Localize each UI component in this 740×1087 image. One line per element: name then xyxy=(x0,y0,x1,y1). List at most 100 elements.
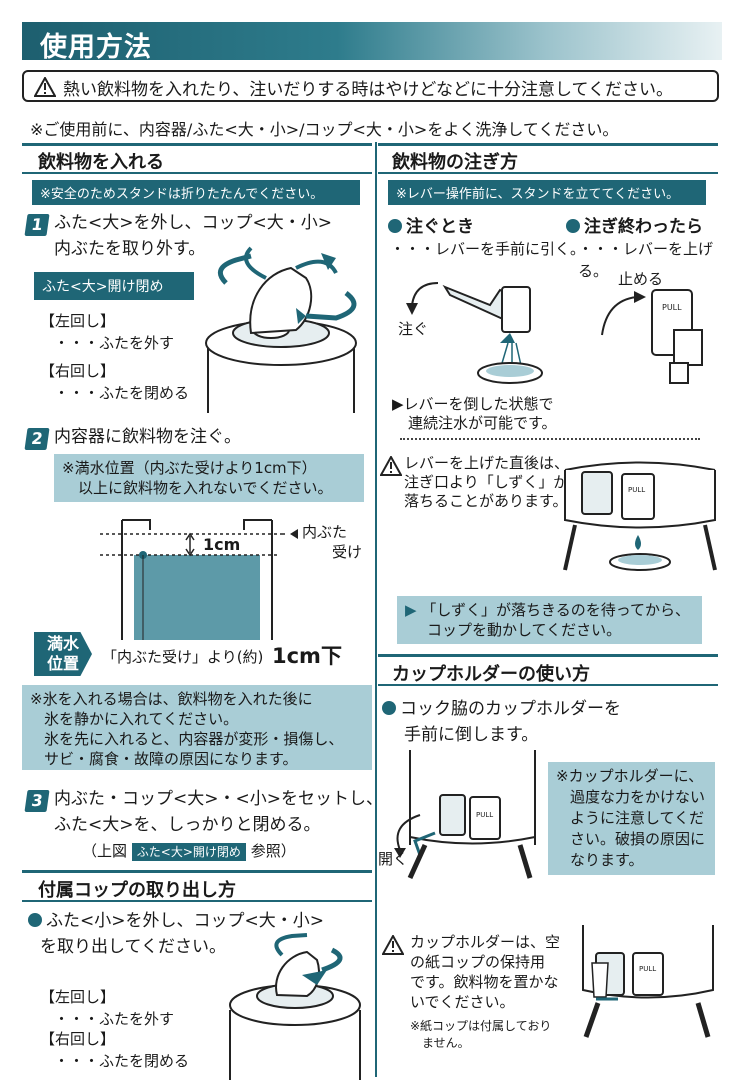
holder-caution-line-3: ように注意してくだ xyxy=(570,809,705,827)
ice-note-line-1: ※氷を入れる場合は、飲料物を入れた後に xyxy=(30,690,313,708)
inner-lid-label-line-2: 受け xyxy=(332,543,363,561)
warning-icon xyxy=(34,77,56,97)
stop-heading-text: 注ぎ終わったら xyxy=(584,217,703,237)
section-title-holder: カップホルダーの使い方 xyxy=(392,664,590,685)
pour-heading-text: 注ぐとき xyxy=(406,217,474,237)
drip-illustration: PULL xyxy=(563,461,717,571)
section-rule xyxy=(22,143,372,146)
holder-line-1-text: コック脇のカップホルダーを xyxy=(400,699,621,719)
step-3-number: 3 xyxy=(24,790,50,812)
step-2-number: 2 xyxy=(24,428,50,450)
column-divider xyxy=(375,142,377,1077)
holder-instructions: コック脇のカップホルダーを 手前に倒します。 xyxy=(382,696,621,748)
cup-line-1: ふた<小>を外し、コップ<大・小> xyxy=(28,908,324,934)
section-rule xyxy=(378,143,718,146)
inner-lid-label-line-1: 内ぶた xyxy=(302,523,348,541)
cup-line-1-text: ふた<小>を外し、コップ<大・小> xyxy=(46,911,324,931)
full-level-note-line-1: ※満水位置（内ぶた受けより1cm下） xyxy=(62,459,317,477)
right-turn-desc: ・・・ふたを閉める xyxy=(54,384,190,402)
triangle-bullet-icon: ▶ xyxy=(392,395,404,413)
right-turn-label: 【右回し】 xyxy=(40,362,116,380)
holder-warning-line-1: カップホルダーは、空 xyxy=(410,933,561,951)
section-rule xyxy=(22,870,372,873)
step-1-text: ふた<大>を外し、コップ<大・小> 内ぶたを取り外す。 xyxy=(54,210,332,262)
svg-text:PULL: PULL xyxy=(639,965,656,973)
drip-wait-line-2: コップを動かしてください。 xyxy=(427,621,622,639)
drip-wait-note: ▶ 「しずく」が落ちきるのを待ってから、 コップを動かしてください。 xyxy=(397,596,702,644)
cup-right-turn-desc: ・・・ふたを閉める xyxy=(54,1052,190,1070)
right-turn-block: 【右回し】 ・・・ふたを閉める xyxy=(40,360,189,404)
dashed-divider xyxy=(400,438,700,440)
stop-label: 止める xyxy=(618,270,664,288)
left-turn-label: 【左回し】 xyxy=(40,312,116,330)
open-label: 開く xyxy=(378,850,409,868)
cup-line-2: を取り出してください。 xyxy=(40,937,226,957)
stand-up-note: ※レバー操作前に、スタンドを立ててください。 xyxy=(388,180,706,205)
page-title: 使用方法 xyxy=(40,32,152,63)
continuous-note: ▶レバーを倒した状態で 連続注水が可能です。 xyxy=(392,395,557,433)
section-rule xyxy=(378,654,718,657)
section-rule xyxy=(22,900,372,902)
holder-line-1: コック脇のカップホルダーを xyxy=(382,696,621,722)
drip-warning: レバーを上げた直後は、 注ぎ口より「しずく」が 落ちることがあります。 xyxy=(404,454,569,511)
pour-desc: ・・・レバーを手前に引く。 xyxy=(390,240,586,258)
pour-illustration xyxy=(406,282,543,384)
full-level-badge-line-2: 位置 xyxy=(46,654,79,673)
bullet-icon xyxy=(28,913,42,927)
stop-illustration: PULL xyxy=(601,289,703,384)
step-3-ref-tag: ふた<大>開け閉め xyxy=(131,843,246,861)
dimension-1cm: 1cm xyxy=(203,535,241,554)
step-3-ref-prefix: （上図 xyxy=(82,842,128,860)
holder-line-2: 手前に倒します。 xyxy=(404,725,539,745)
step-1-line-2: 内ぶたを取り外す。 xyxy=(54,239,206,259)
wash-note: ※ご使用前に、内容器/ふた<大・小>/コップ<大・小>をよく洗浄してください。 xyxy=(30,120,619,139)
holder-warning-line-4: いでください。 xyxy=(410,993,515,1011)
ice-note: ※氷を入れる場合は、飲料物を入れた後に 氷を静かに入れてください。 氷を先に入れ… xyxy=(22,685,372,770)
stop-heading: 注ぎ終わったら xyxy=(566,212,703,237)
ice-note-line-3: 氷を先に入れると、内容器が変形・損傷し、 xyxy=(44,730,344,748)
cup-left-turn: 【左回し】 ・・・ふたを外す xyxy=(40,986,174,1030)
ice-note-line-2: 氷を静かに入れてください。 xyxy=(44,710,239,728)
holder-warning-line-2: の紙コップの保持用 xyxy=(410,953,546,971)
inner-lid-label: 内ぶた 受け xyxy=(302,522,362,562)
lid-illustration xyxy=(205,246,357,413)
section-rule xyxy=(378,684,718,686)
full-level-value: 1cm下 xyxy=(272,644,342,668)
step-2-text: 内容器に飲料物を注ぐ。 xyxy=(54,427,241,447)
continuous-line-1: ▶レバーを倒した状態で xyxy=(392,395,557,414)
section-rule xyxy=(378,172,718,174)
section-title-pour: 飲料物の注ぎ方 xyxy=(392,152,518,173)
drip-warning-line-2: 注ぎ口より「しずく」が xyxy=(404,473,569,491)
bullet-icon xyxy=(382,701,396,715)
paper-cup-note-line-1: ※紙コップは付属しており xyxy=(410,1019,552,1033)
pour-heading: 注ぐとき xyxy=(388,212,474,237)
holder-warning-icon xyxy=(382,935,404,955)
holder-caution-line-5: なります。 xyxy=(570,851,644,869)
holder-caution-line-1: ※カップホルダーに、 xyxy=(556,767,704,785)
section-title-cup: 付属コップの取り出し方 xyxy=(38,880,236,901)
continuous-line-1-text: レバーを倒した状態で xyxy=(403,395,554,413)
drip-warning-line-3: 落ちることがあります。 xyxy=(404,492,568,510)
lid-open-close-tag: ふた<大>開け閉め xyxy=(34,272,194,300)
step-3-ref: （上図 ふた<大>開け閉め 参照） xyxy=(82,840,296,863)
step-1-line-1: ふた<大>を外し、コップ<大・小> xyxy=(54,213,332,233)
full-level-note: ※満水位置（内ぶた受けより1cm下） 以上に飲料物を入れないでください。 xyxy=(54,454,364,502)
holder-caution-note: ※カップホルダーに、 過度な力をかけない ように注意してくだ さい。破損の原因に… xyxy=(548,762,715,875)
step-3-text: 内ぶた・コップ<大>・<小>をセットし、 ふた<大>を、しっかりと閉める。 xyxy=(54,786,383,838)
ice-note-line-4: サビ・腐食・故障の原因になります。 xyxy=(44,750,298,768)
drip-warning-icon xyxy=(380,456,402,476)
cup-instructions: ふた<小>を外し、コップ<大・小> を取り出してください。 xyxy=(28,908,324,960)
section-rule xyxy=(22,172,372,174)
holder-illustration: PULL xyxy=(394,750,536,880)
full-level-desc: 「内ぶた受け」より(約) xyxy=(102,648,264,666)
warning-text: 熱い飲料物を入れたり、注いだりする時はやけどなどに十分注意してください。 xyxy=(63,80,673,100)
paper-cup-note: ※紙コップは付属しており ません。 xyxy=(410,1018,551,1052)
svg-text:PULL: PULL xyxy=(628,486,645,494)
warning-box xyxy=(22,70,719,102)
section-title-fill: 飲料物を入れる xyxy=(38,152,164,173)
drip-wait-line-1: ▶ 「しずく」が落ちきるのを待ってから、 xyxy=(405,600,694,620)
paper-cup-note-line-2: ません。 xyxy=(422,1036,470,1050)
cup-left-turn-label: 【左回し】 xyxy=(40,988,116,1006)
paper-cup-illustration: PULL xyxy=(582,925,714,1038)
stand-note: ※安全のためスタンドは折りたたんでください。 xyxy=(32,180,360,205)
